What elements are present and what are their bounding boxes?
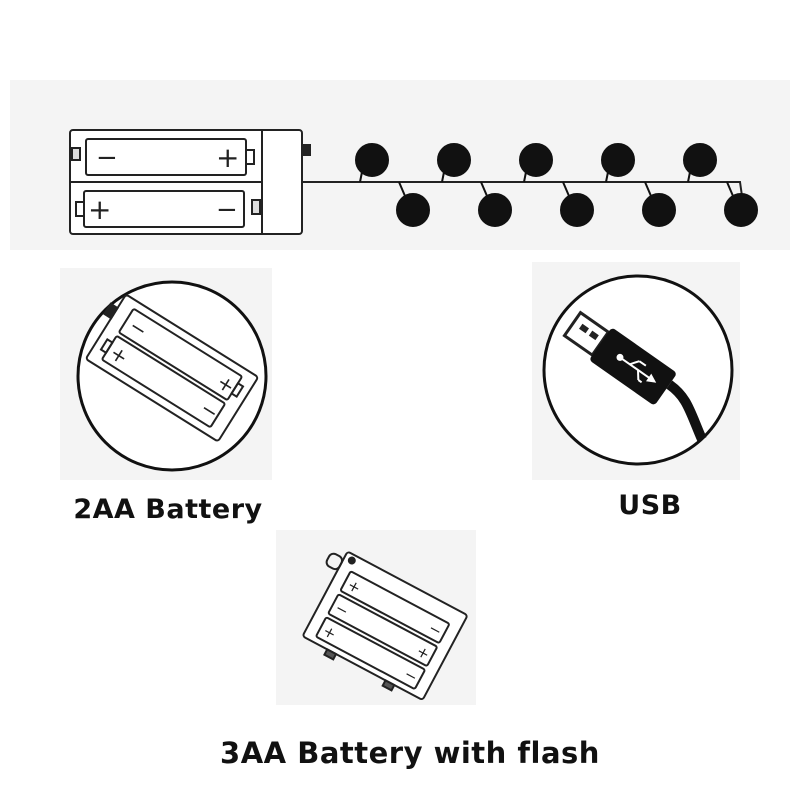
led-bulb-icon (601, 143, 635, 177)
bulb-lead (726, 181, 734, 197)
lower-battery-plus: + (88, 193, 111, 226)
led-bulb-icon (478, 193, 512, 227)
upper-battery-plus: + (216, 141, 239, 174)
led-bulb-icon (642, 193, 676, 227)
bulb-lead (441, 171, 445, 183)
upper-battery-minus: − (96, 143, 118, 173)
two-aa-label: 2AA Battery (73, 494, 263, 525)
bulb-lead (687, 171, 691, 183)
bulb-lead (644, 181, 652, 197)
led-bulb-icon (355, 143, 389, 177)
bulb-lead (605, 171, 609, 183)
usb-plug-icon (542, 274, 734, 466)
bulb-lead (480, 181, 488, 197)
battery-box-2aa-icon: − + + − (76, 280, 268, 472)
battery-box-2aa-icon (69, 129, 311, 235)
bulb-lead (359, 171, 363, 183)
lower-battery-minus: − (216, 195, 238, 225)
led-bulb-icon (437, 143, 471, 177)
bulb-lead (398, 181, 406, 197)
usb-label: USB (618, 490, 682, 521)
bulb-lead (562, 181, 570, 197)
led-bulb-icon (724, 193, 758, 227)
three-aa-label: 3AA Battery with flash (220, 736, 600, 770)
led-bulb-icon (560, 193, 594, 227)
bulb-lead (523, 171, 527, 183)
led-bulb-icon (396, 193, 430, 227)
led-bulb-icon (683, 143, 717, 177)
led-bulb-icon (519, 143, 553, 177)
battery-box-3aa-icon: + + + − − − (302, 551, 468, 701)
